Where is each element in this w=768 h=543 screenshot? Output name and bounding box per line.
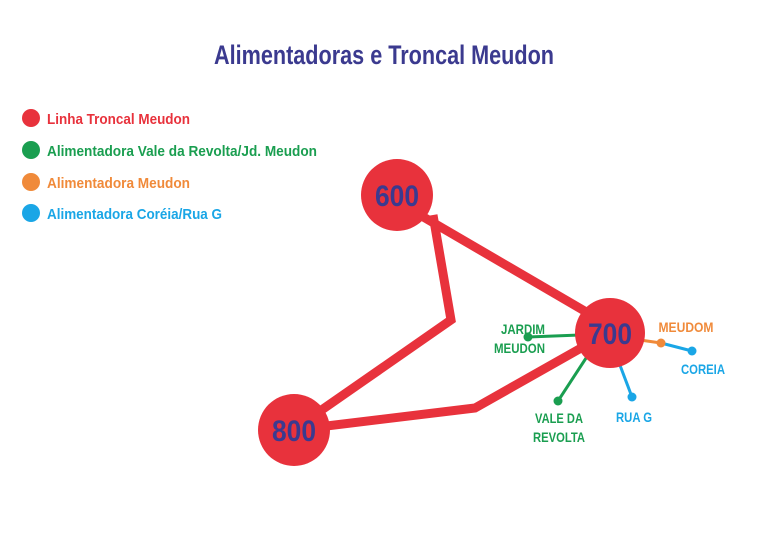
stop-label-meudom: MEUDOM [659,319,714,335]
stop-dot-meudom [656,338,666,348]
feeder-vale [556,351,592,402]
troncal-600-700 [417,211,603,324]
station-800-circle [258,394,330,466]
station-700: 700 [575,298,645,368]
station-800: 800 [258,394,330,466]
stop-dots [523,332,697,406]
troncal-800-700 [309,339,593,433]
station-800-label: 800 [272,415,316,448]
station-600: 600 [361,159,433,231]
troncal-lines [297,211,603,433]
legend-dot-coreia [22,204,40,222]
feeder-jardim [527,333,581,339]
legend-label-meudon: Alimentadora Meudon [47,175,190,192]
station-600-label: 600 [375,180,419,213]
station-600-circle [361,159,433,231]
legend-dot-troncal [22,109,40,127]
legend-label-vale: Alimentadora Vale da Revolta/Jd. Meudon [47,143,317,160]
legend: Linha Troncal Meudon Alimentadora Vale d… [22,109,317,223]
stop-label-vale-2: REVOLTA [533,429,585,445]
stop-dot-jardim [523,332,533,342]
station-700-label: 700 [588,318,632,351]
stop-label-vale-1: VALE DA [535,410,583,426]
troncal-600-800 [297,214,456,429]
diagram-title: Alimentadoras e Troncal Meudon [214,40,554,70]
legend-label-troncal: Linha Troncal Meudon [47,111,190,128]
stop-dot-vale [553,396,563,406]
legend-label-coreia: Alimentadora Coréia/Rua G [47,206,222,223]
feeder-coreia [660,341,693,353]
legend-dot-meudon [22,173,40,191]
stop-label-jardim-1: JARDIM [501,321,545,337]
stop-dot-coreia [687,346,697,356]
stop-dot-ruag [627,392,637,402]
stop-label-ruag: RUA G [616,409,652,425]
legend-dot-vale [22,141,40,159]
stop-labels: JARDIM MEUDON VALE DA REVOLTA RUA G MEUD… [494,319,725,445]
stop-label-jardim-2: MEUDON [494,340,545,356]
station-700-circle [575,298,645,368]
stop-label-coreia: COREIA [681,361,725,377]
